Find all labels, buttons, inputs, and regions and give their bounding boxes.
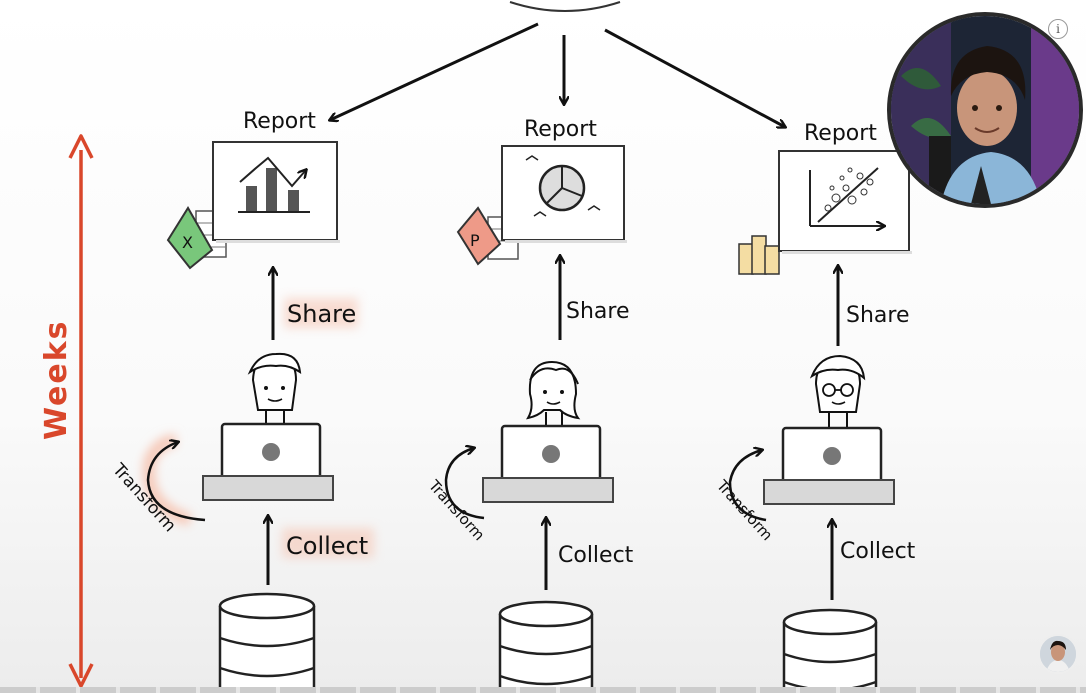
scatter-chart-icon — [809, 167, 884, 226]
report-label: Report — [243, 109, 316, 134]
laptop-icon — [202, 422, 334, 501]
transform-cycle-arrow — [728, 450, 767, 522]
presenter-illustration — [891, 16, 1079, 204]
timeline-down-arrowhead-icon — [68, 663, 94, 688]
timeline-label: Weeks — [39, 319, 74, 440]
collect-label: Collect — [558, 543, 634, 568]
column-powerbi: Report Share — [712, 121, 916, 693]
top-source-database — [509, 1, 621, 12]
share-label: Share — [566, 299, 630, 324]
person-icon — [247, 352, 302, 424]
share-label: Share — [846, 303, 910, 328]
share-label: Share — [287, 300, 356, 328]
pie-chart-icon — [525, 155, 601, 217]
arrow-to-report-3 — [604, 28, 785, 127]
video-progress-track[interactable] — [0, 687, 1086, 693]
column-powerpoint: Report P Share — [424, 117, 634, 693]
laptop-icon — [763, 426, 895, 505]
transform-cycle-arrow — [146, 442, 206, 522]
database-icon — [498, 600, 594, 693]
transform-cycle-arrow — [444, 448, 485, 520]
database-icon — [782, 608, 878, 693]
person-icon — [525, 360, 581, 426]
info-icon[interactable]: i — [1048, 19, 1068, 39]
report-label: Report — [804, 121, 877, 146]
person-icon — [809, 354, 866, 428]
collect-label: Collect — [840, 539, 916, 564]
column-excel: Report X Share — [108, 109, 374, 693]
webcam-presenter — [887, 12, 1083, 208]
avatar-illustration — [1040, 636, 1076, 672]
database-icon — [218, 592, 316, 693]
bar-chart-icon — [238, 156, 310, 213]
report-card — [778, 150, 910, 252]
excel-icon: X — [166, 206, 227, 270]
powerbi-icon — [738, 235, 780, 275]
arrow-to-report-1 — [330, 22, 539, 120]
collect-label: Collect — [286, 532, 368, 560]
powerpoint-letter: P — [470, 231, 480, 250]
channel-avatar[interactable] — [1038, 634, 1078, 674]
excel-letter: X — [182, 233, 193, 252]
report-label: Report — [524, 117, 597, 142]
transform-label: Transform — [424, 476, 488, 544]
laptop-icon — [482, 424, 614, 503]
timeline-up-arrowhead-icon — [68, 134, 94, 159]
